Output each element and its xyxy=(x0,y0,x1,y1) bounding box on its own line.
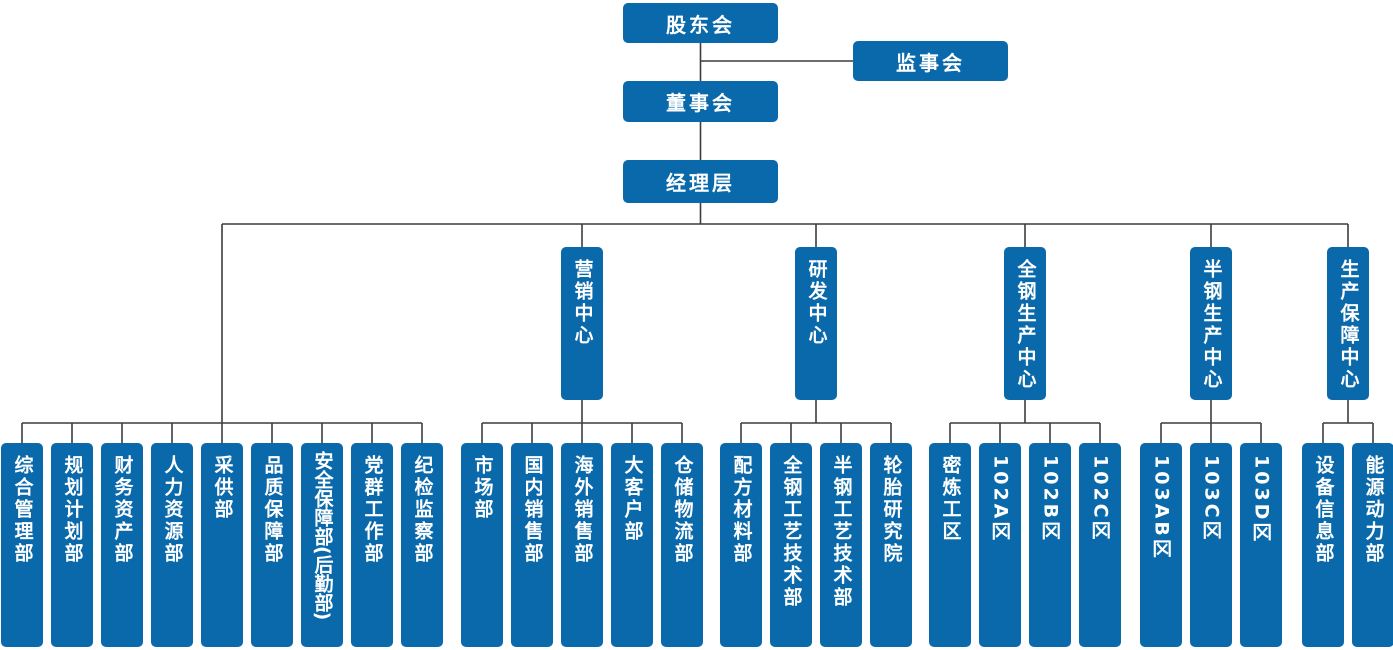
node-label: 102B区 xyxy=(1039,455,1062,544)
node-label: 研发中心 xyxy=(805,259,828,347)
org-node-admin-dept-8: 党群工作部 xyxy=(351,443,393,647)
org-node-allsteel-child-1: 密炼工区 xyxy=(929,443,971,647)
node-label: 市场部 xyxy=(471,455,494,521)
org-node-admin-dept-9: 纪检监察部 xyxy=(401,443,443,647)
node-label: 半钢生产中心 xyxy=(1200,259,1223,391)
node-label: 综合管理部 xyxy=(11,455,34,565)
node-label: 纪检监察部 xyxy=(411,455,434,565)
node-label: 采供部 xyxy=(211,455,234,521)
org-node-admin-dept-1: 综合管理部 xyxy=(1,443,43,647)
org-node-allsteel-child-3: 102B区 xyxy=(1029,443,1071,647)
org-node-allsteel-child-2: 102A区 xyxy=(979,443,1021,647)
connector-marketing-group xyxy=(481,400,683,444)
org-node-admin-dept-4: 人力资源部 xyxy=(151,443,193,647)
org-node-support-child-2: 能源动力部 xyxy=(1352,443,1393,647)
org-node-center-semisteel: 半钢生产中心 xyxy=(1190,247,1232,400)
connector-governance xyxy=(699,43,853,224)
node-label: 党群工作部 xyxy=(361,455,384,565)
node-label: 海外销售部 xyxy=(571,455,594,565)
org-node-semisteel-child-2: 103C区 xyxy=(1190,443,1232,647)
org-node-board-of-directors: 董事会 xyxy=(623,81,778,122)
org-node-admin-dept-6: 品质保障部 xyxy=(251,443,293,647)
org-node-admin-dept-5: 采供部 xyxy=(201,443,243,647)
org-node-marketing-child-5: 仓储物流部 xyxy=(661,443,703,647)
org-node-marketing-child-1: 市场部 xyxy=(461,443,503,647)
org-node-allsteel-child-4: 102C区 xyxy=(1079,443,1121,647)
connector-main-bus xyxy=(221,223,1349,423)
node-label: 品质保障部 xyxy=(261,455,284,565)
org-node-supervisory-board: 监事会 xyxy=(853,41,1008,81)
org-node-center-marketing: 营销中心 xyxy=(561,247,603,400)
org-node-rd-child-2: 全钢工艺技术部 xyxy=(770,443,812,647)
node-label: 轮胎研究院 xyxy=(880,455,903,565)
node-label: 103C区 xyxy=(1200,455,1223,543)
node-label: 102C区 xyxy=(1089,455,1112,543)
org-node-admin-dept-7: 安全保障部(后勤部) xyxy=(301,443,343,647)
org-node-semisteel-child-1: 103AB区 xyxy=(1140,443,1182,647)
org-node-rd-child-3: 半钢工艺技术部 xyxy=(820,443,862,647)
node-label: 财务资产部 xyxy=(111,455,134,565)
org-node-admin-dept-2: 规划计划部 xyxy=(51,443,93,647)
org-node-center-rd: 研发中心 xyxy=(795,247,837,400)
connector-admin-group xyxy=(21,422,423,444)
org-node-rd-child-4: 轮胎研究院 xyxy=(870,443,912,647)
node-label: 营销中心 xyxy=(571,259,594,347)
node-label: 安全保障部(后勤部) xyxy=(311,451,334,621)
org-node-semisteel-child-3: 103D区 xyxy=(1240,443,1282,647)
node-label: 全钢生产中心 xyxy=(1014,259,1037,391)
org-node-center-allsteel: 全钢生产中心 xyxy=(1004,247,1046,400)
node-label: 董事会 xyxy=(666,91,735,115)
node-label: 生产保障中心 xyxy=(1337,259,1360,391)
node-label: 规划计划部 xyxy=(61,455,84,565)
org-node-admin-dept-3: 财务资产部 xyxy=(101,443,143,647)
node-label: 密炼工区 xyxy=(939,455,962,543)
node-label: 国内销售部 xyxy=(521,455,544,565)
org-node-rd-child-1: 配方材料部 xyxy=(720,443,762,647)
org-node-marketing-child-4: 大客户部 xyxy=(611,443,653,647)
org-node-management-team: 经理层 xyxy=(623,160,778,203)
org-node-shareholders: 股东会 xyxy=(623,3,778,43)
node-label: 103AB区 xyxy=(1150,455,1173,561)
node-label: 人力资源部 xyxy=(161,455,184,565)
org-node-center-support: 生产保障中心 xyxy=(1327,247,1369,400)
node-label: 设备信息部 xyxy=(1312,455,1335,565)
node-label: 大客户部 xyxy=(621,455,644,543)
node-label: 仓储物流部 xyxy=(671,455,694,565)
connector-allsteel-group xyxy=(949,400,1101,444)
connector-rd-group xyxy=(740,400,892,444)
node-label: 经理层 xyxy=(666,171,735,195)
node-label: 102A区 xyxy=(989,455,1012,544)
node-label: 103D区 xyxy=(1250,455,1273,545)
org-node-support-child-1: 设备信息部 xyxy=(1302,443,1344,647)
node-label: 半钢工艺技术部 xyxy=(830,455,853,609)
node-label: 监事会 xyxy=(896,50,965,75)
org-node-marketing-child-3: 海外销售部 xyxy=(561,443,603,647)
node-label: 全钢工艺技术部 xyxy=(780,455,803,609)
node-label: 配方材料部 xyxy=(730,455,753,565)
node-label: 能源动力部 xyxy=(1362,455,1385,565)
node-label: 股东会 xyxy=(666,12,735,37)
org-node-marketing-child-2: 国内销售部 xyxy=(511,443,553,647)
connector-semisteel-group xyxy=(1160,400,1262,444)
connector-support-group xyxy=(1322,400,1374,444)
